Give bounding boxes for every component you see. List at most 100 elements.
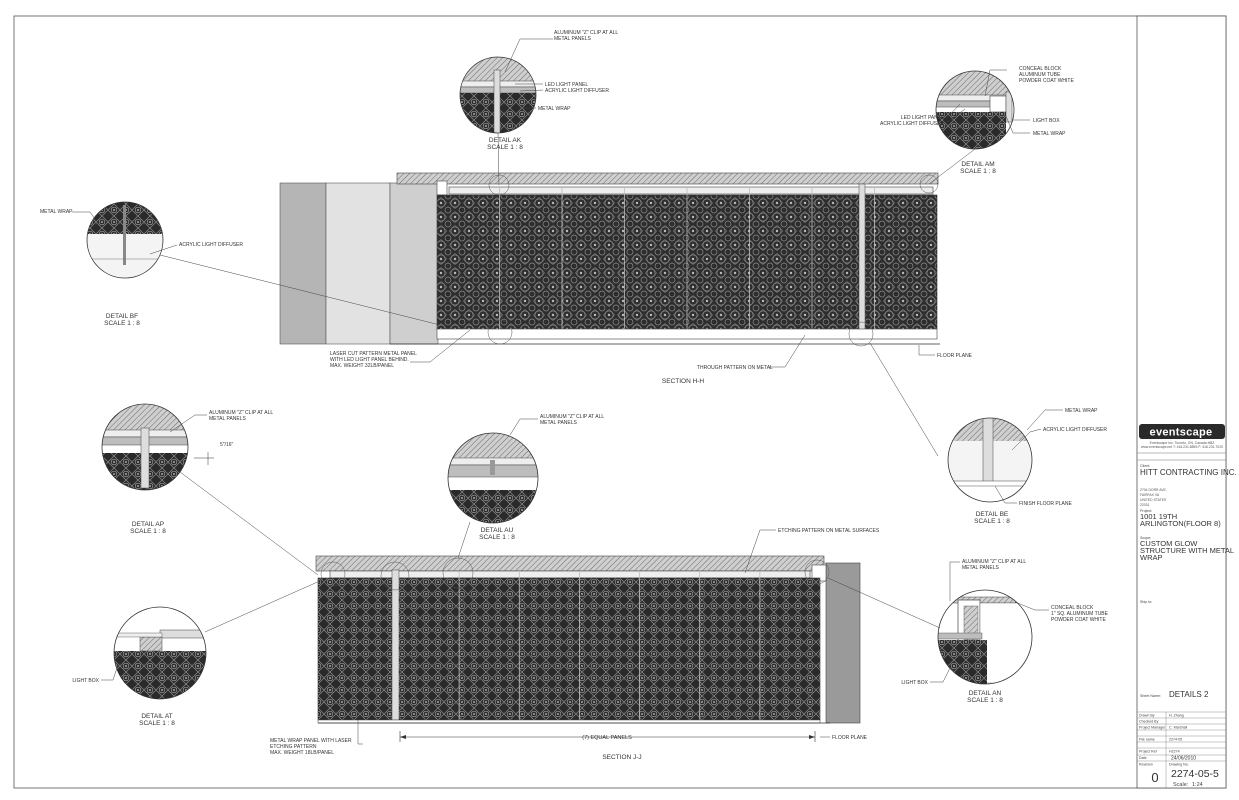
hh-left-cap-block <box>436 180 448 196</box>
note-ap-dim: 5"/16" <box>220 442 234 448</box>
hh-mullion <box>858 183 866 340</box>
detail-au-drawing <box>447 432 539 524</box>
note-jj-etching: ETCHING PATTERN ON METAL SURFACES <box>778 528 880 534</box>
detail-be-scale: SCALE 1 : 8 <box>974 518 1010 525</box>
brand-fine-print-1: Eventscape Inc. Toronto, ON, Canada M8Z <box>1150 441 1215 445</box>
detail-am-name: DETAIL AM <box>961 161 994 168</box>
detail-at-name: DETAIL AT <box>141 713 172 720</box>
note-hh-floor: FLOOR PLANE <box>937 353 973 359</box>
revision-value: 0 <box>1151 770 1158 785</box>
scale-value: 1:24 <box>1192 782 1203 788</box>
jj-post <box>391 569 400 721</box>
note-an-clip-1: ALUMINUM "Z" CLIP AT ALL <box>962 559 1026 565</box>
detail-am-scale: SCALE 1 : 8 <box>960 168 996 175</box>
detail-ak-name: DETAIL AK <box>489 137 522 144</box>
detail-bf-name: DETAIL BF <box>106 313 138 320</box>
note-an-clip-2: METAL PANELS <box>962 565 1000 571</box>
scope-line-3: WRAP <box>1140 553 1163 562</box>
note-am-lightbox: LIGHT BOX <box>1033 118 1060 124</box>
note-be-diffuser: ACRYLIC LIGHT DIFFUSER <box>1043 427 1107 433</box>
hh-wall-panel-2 <box>325 182 391 345</box>
brand-logo-badge <box>1139 424 1225 439</box>
detail-ap-scale: SCALE 1 : 8 <box>130 528 166 535</box>
drawn-by-label: Drawn By <box>1139 714 1155 718</box>
note-ak-wrap: METAL WRAP <box>538 106 571 112</box>
section-hh-elevation <box>279 172 940 347</box>
detail-ak-scale: SCALE 1 : 8 <box>487 144 523 151</box>
hh-panel-dividers <box>499 187 875 339</box>
hh-top-cap <box>396 172 939 185</box>
ship-to-label: Ship to: <box>1140 600 1152 604</box>
drawn-by-value: H. Zhang <box>1169 714 1184 718</box>
title-block-grid <box>1137 711 1226 788</box>
hh-callout-am <box>919 174 939 194</box>
drawing-number: 2274-05-5 <box>1171 768 1219 780</box>
note-am-conceal-3: POWDER COAT WHITE <box>1019 78 1074 84</box>
note-bf-diffuser: ACRYLIC LIGHT DIFFUSER <box>179 242 243 248</box>
note-am-led: LED LIGHT PANEL <box>901 115 944 121</box>
drawing-no-label: Drawing No. <box>1169 763 1189 767</box>
hh-callout-be <box>848 321 874 347</box>
detail-be-name: DETAIL BE <box>976 511 1009 518</box>
jj-top-cap <box>315 555 825 572</box>
jj-pattern-panels <box>317 577 821 721</box>
jj-panel-dividers <box>458 571 761 720</box>
detail-an-scale: SCALE 1 : 8 <box>967 697 1003 704</box>
detail-an-drawing <box>937 589 1033 685</box>
revision-label: Revision <box>1139 763 1153 767</box>
note-hh-panel-1: LASER CUT PATTERN METAL PANEL <box>330 351 417 357</box>
notes-layer: ALUMINUM "Z" CLIP AT ALL METAL PANELS LE… <box>40 30 1109 761</box>
detail-be-drawing <box>947 417 1033 503</box>
detail-at-scale: SCALE 1 : 8 <box>139 720 175 727</box>
note-ap-clip-2: METAL PANELS <box>209 416 247 422</box>
note-jj-equal-panels: (7) EQUAL PANELS <box>582 735 632 741</box>
jj-callout-ap <box>380 561 410 591</box>
scope-label: Scope: <box>1140 536 1151 540</box>
jj-callout-an <box>804 559 830 585</box>
project-ref-label: Project Ref <box>1139 750 1157 754</box>
note-jj-wrap-3: MAX. WEIGHT 18LB/PANEL <box>270 750 334 756</box>
hh-header-frame <box>448 186 934 195</box>
address-line-4: 22031 <box>1140 503 1150 507</box>
title-block: eventscape Eventscape Inc. Toronto, ON, … <box>1136 15 1237 789</box>
jj-dim-arrow-right <box>809 735 815 739</box>
note-am-wrap: METAL WRAP <box>1033 131 1066 137</box>
note-ak-clip-2: METAL PANELS <box>554 36 592 42</box>
note-am-diffuser: ACRYLIC LIGHT DIFFUSER <box>880 121 944 127</box>
note-hh-through: THROUGH PATTERN ON METAL <box>697 365 773 371</box>
note-ak-led: LED LIGHT PANEL <box>545 82 588 88</box>
note-an-conceal-1: CONCEAL BLOCK <box>1051 605 1094 611</box>
address-line-1: 2704 DORR AVE, <box>1140 488 1167 492</box>
note-ak-diffuser: ACRYLIC LIGHT DIFFUSER <box>545 88 609 94</box>
jj-header-frame <box>329 570 811 579</box>
file-name-label: File name <box>1139 738 1155 742</box>
project-label: Project: <box>1140 509 1152 513</box>
detail-ap-name: DETAIL AP <box>132 521 164 528</box>
brand-logo-text: eventscape <box>1150 427 1213 439</box>
project-manager-value: C. Marshall <box>1169 726 1187 730</box>
hh-callout-bf <box>487 319 513 345</box>
detail-bf-drawing <box>86 201 164 279</box>
project-manager-label: Project Manager <box>1139 726 1166 730</box>
sheet-name-label: Sheet Name: <box>1140 694 1161 698</box>
scope-line-1: CUSTOM GLOW <box>1140 539 1198 548</box>
brand-fine-print-2: www.eventscape.net T: 416.231.8855 F: 41… <box>1141 445 1223 449</box>
section-jj-title: SECTION J-J <box>602 754 641 761</box>
detail-ak-drawing <box>459 56 537 134</box>
detail-am-drawing <box>935 70 1015 150</box>
detail-au-name: DETAIL AU <box>481 527 514 534</box>
note-ap-clip-1: ALUMINUM "Z" CLIP AT ALL <box>209 410 273 416</box>
note-an-conceal-3: POWDER COAT WHITE <box>1051 617 1106 623</box>
detail-au-scale: SCALE 1 : 8 <box>479 534 515 541</box>
detail-bf-scale: SCALE 1 : 8 <box>104 320 140 327</box>
note-hh-panel-3: MAX. WEIGHT 32LB/PANEL <box>330 363 394 369</box>
address-line-3: UNITED STATES <box>1140 498 1167 502</box>
note-jj-wrap-1: METAL WRAP PANEL WITH LASER <box>270 738 352 744</box>
file-name-value: 2274-05 <box>1169 738 1182 742</box>
note-am-conceal-1: CONCEAL BLOCK <box>1019 66 1062 72</box>
section-hh-title: SECTION H-H <box>662 378 705 385</box>
note-jj-wrap-2: ETCHING PATTERN <box>270 744 317 750</box>
sheet-name: DETAILS 2 <box>1169 690 1209 699</box>
note-au-clip-1: ALUMINUM "Z" CLIP AT ALL <box>540 414 604 420</box>
